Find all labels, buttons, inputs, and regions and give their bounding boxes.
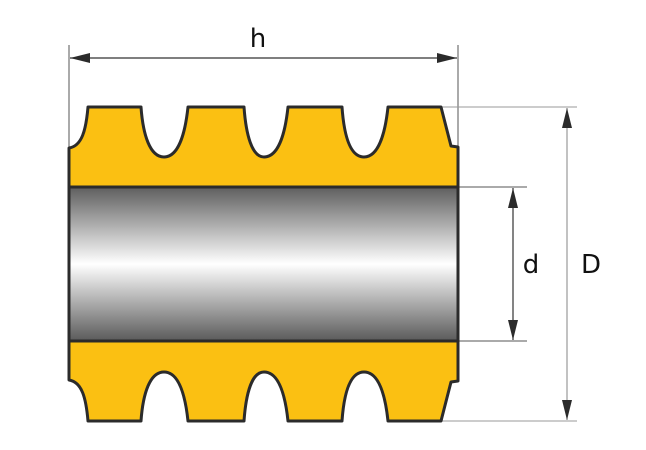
extension-lines	[68, 45, 577, 422]
inner-diameter-label: d	[523, 250, 540, 280]
outer-diameter-label: D	[581, 250, 601, 280]
thread-profile-bottom	[67, 339, 460, 423]
inner-sleeve	[67, 185, 460, 343]
thread-profile-top	[67, 105, 460, 189]
length-label: h	[250, 24, 266, 54]
